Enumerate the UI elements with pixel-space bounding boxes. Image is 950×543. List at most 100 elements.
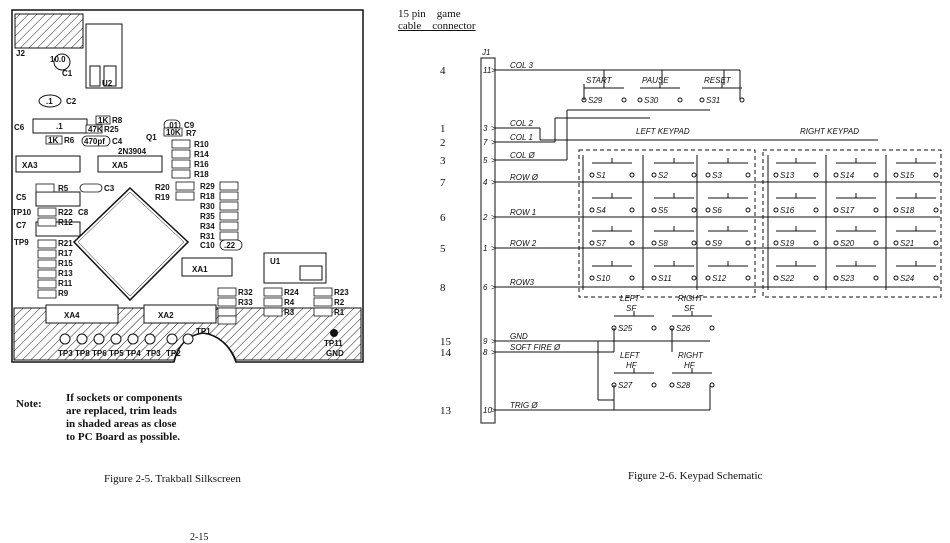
r32-label: R32 (238, 288, 253, 297)
q1-part: 2N3904 (118, 147, 147, 156)
tp-label: TP5 (109, 349, 124, 358)
q1-label: Q1 (146, 133, 157, 142)
r29-label: R29 (200, 182, 215, 191)
tp-label: TP6 (92, 349, 107, 358)
tp-row-labels: TP3 TP8 TP6 TP5 TP4 TP3 TP2 (58, 349, 181, 358)
r7-label: R7 (186, 129, 197, 138)
c5-outline (35, 191, 81, 207)
r28-label: R18 (200, 192, 215, 201)
r31-label: R31 (200, 232, 215, 241)
r1-label: R1 (334, 308, 345, 317)
r5-label: R5 (58, 184, 69, 193)
r20-label: R20 (155, 183, 170, 192)
tp-label: TP2 (166, 349, 181, 358)
trakball-diamond (72, 186, 190, 302)
r7-value: 10K (166, 128, 181, 137)
r10-label: R10 (194, 140, 209, 149)
c2-label: C2 (66, 97, 77, 106)
trakball-inner (77, 191, 185, 297)
r16-label: R16 (194, 160, 209, 169)
xa4-label: XA4 (64, 311, 80, 320)
r6-label: R6 (64, 136, 75, 145)
r22-label: R22 (58, 208, 73, 217)
tp9-label: TP9 (14, 238, 29, 247)
note-label: Note: (16, 398, 42, 410)
tp-label: TP3 (146, 349, 161, 358)
r33-label: R33 (238, 298, 253, 307)
tp11-gnd-point (330, 329, 338, 337)
figure-2-6-caption: Figure 2-6. Keypad Schematic (628, 470, 763, 482)
r23-label: R23 (334, 288, 349, 297)
j2-label: J2 (16, 49, 25, 58)
c1-value: 10.0 (50, 55, 66, 64)
resistor-boxes (35, 115, 333, 325)
r8-value: 1K (98, 116, 108, 125)
xa1-label: XA1 (192, 265, 208, 274)
c7-label: C7 (16, 221, 27, 230)
r21-label: R21 (58, 239, 73, 248)
tp-label: TP4 (126, 349, 141, 358)
c4-value: 470pf (84, 137, 105, 146)
r8-label: R8 (112, 116, 123, 125)
c9-value: .01 (167, 121, 179, 130)
tp10-label: TP10 (12, 208, 32, 217)
figure-2-5-caption: Figure 2-5. Trakball Silkscreen (104, 473, 241, 485)
xa2-label: XA2 (158, 311, 174, 320)
xa3-label: XA3 (22, 161, 38, 170)
j2-hatch-area (14, 13, 84, 49)
c2-value: .1 (46, 97, 53, 106)
c1-label: C1 (62, 69, 73, 78)
r2-label: R2 (334, 298, 345, 307)
connector-header-line2: cable connector (398, 20, 476, 32)
c4-label: C4 (112, 137, 123, 146)
r34-label: R34 (200, 222, 215, 231)
tp1-label: TP1 (196, 327, 211, 336)
u2-label: U2 (102, 79, 113, 88)
c10-value: .22 (224, 241, 236, 250)
r18-label: R18 (194, 170, 209, 179)
r25-value: 47K (88, 125, 103, 134)
u1-pin-block (299, 265, 323, 281)
c5-label: C5 (16, 193, 27, 202)
gnd-label: GND (326, 349, 344, 358)
r14-label: R14 (194, 150, 209, 159)
xa4-outline (45, 304, 119, 324)
tp11-label: TP11 (324, 339, 343, 348)
page-number: 2-15 (190, 532, 209, 543)
u1-label: U1 (270, 257, 281, 266)
r24-label: R24 (284, 288, 299, 297)
r4-label: R4 (284, 298, 295, 307)
r6-value: 1K (48, 136, 58, 145)
c10-label: C10 (200, 241, 215, 250)
r12-label: R12 (58, 218, 73, 227)
r13-label: R13 (58, 269, 73, 278)
u2-pin-block-b (103, 65, 117, 87)
r35-label: R35 (200, 212, 215, 221)
c6-label: C6 (14, 123, 25, 132)
xa2-outline (143, 304, 217, 324)
xa3-outline (15, 155, 81, 173)
c9-label: C9 (184, 121, 195, 130)
note-text: If sockets or components are replaced, t… (66, 392, 183, 443)
r9-label: R9 (58, 289, 69, 298)
xa5-label: XA5 (112, 161, 128, 170)
u2-pin-block-a (89, 65, 101, 87)
c8-label: C8 (78, 208, 89, 217)
c6-value: .1 (56, 122, 63, 131)
r15-label: R15 (58, 259, 73, 268)
connector-header: 15 pin game cable connector (398, 8, 476, 32)
c1-outline (53, 53, 71, 71)
r25-label: R25 (104, 125, 119, 134)
r30-label: R30 (200, 202, 215, 211)
c2-outline (38, 94, 62, 108)
tp-label: TP3 (58, 349, 73, 358)
r3-label: R3 (284, 308, 295, 317)
tp-label: TP8 (75, 349, 90, 358)
r11-label: R11 (58, 279, 73, 288)
xa5-outline (97, 155, 163, 173)
r19-label: R19 (155, 193, 170, 202)
c3-label: C3 (104, 184, 115, 193)
r17-label: R17 (58, 249, 73, 258)
connector-header-line1: 15 pin game (398, 8, 461, 20)
